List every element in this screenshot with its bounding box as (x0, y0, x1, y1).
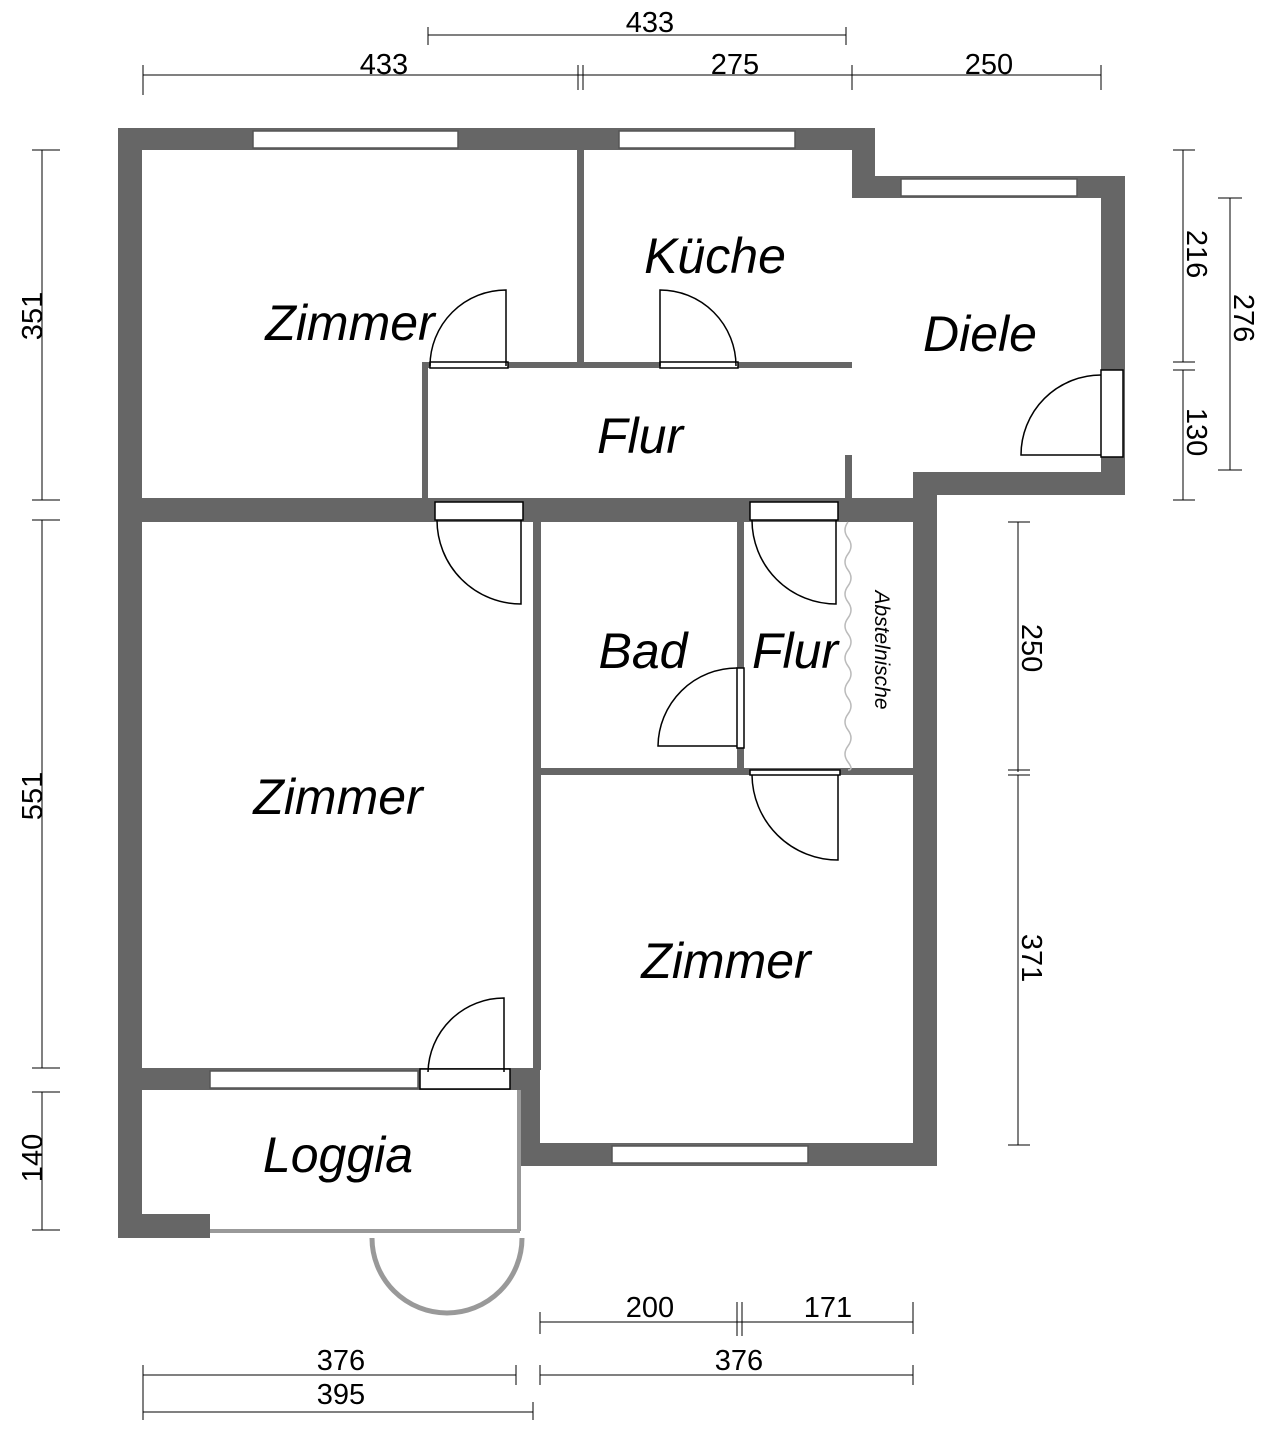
dim-bottom-1: 200 (626, 1292, 674, 1324)
room-label-flur: Flur (597, 408, 685, 464)
room-label-abstellnische: Abstelnische (870, 588, 893, 709)
dim-bottom-3: 376 (317, 1345, 365, 1377)
room-label-diele: Diele (923, 306, 1037, 362)
dim-top-2: 275 (711, 49, 759, 81)
dim-left-2: 551 (17, 772, 49, 820)
dim-left-3: 140 (17, 1134, 49, 1182)
room-label-zimmer-right: Zimmer (640, 933, 813, 989)
room-label-zimmer-left: Zimmer (252, 769, 425, 825)
dimension-lines: 433 433 275 250 351 551 140 216 130 276 … (17, 7, 1259, 1420)
dim-top-3: 250 (965, 49, 1013, 81)
dim-right-inner-2: 371 (1015, 934, 1047, 982)
dim-bottom-4: 376 (715, 1345, 763, 1377)
dim-right-inner-1: 250 (1015, 624, 1047, 672)
dim-left-1: 351 (17, 292, 49, 340)
dim-right-outer-1: 216 (1180, 230, 1212, 278)
dim-top-upper: 433 (626, 7, 674, 39)
room-label-kueche: Küche (644, 228, 786, 284)
room-labels: Zimmer Küche Diele Flur Bad Flur Absteln… (252, 228, 1037, 1183)
room-label-flur-small: Flur (752, 623, 840, 679)
dim-bottom-5: 395 (317, 1379, 365, 1411)
room-label-loggia: Loggia (263, 1127, 413, 1183)
dim-right-outer-2: 130 (1180, 408, 1212, 456)
dim-bottom-2: 171 (804, 1292, 852, 1324)
windows (209, 130, 1078, 1164)
dim-top-1: 433 (360, 49, 408, 81)
room-label-zimmer: Zimmer (264, 295, 437, 351)
room-label-bad: Bad (599, 623, 690, 679)
dim-right-outer-total: 276 (1227, 294, 1259, 342)
doors (419, 289, 1124, 1090)
